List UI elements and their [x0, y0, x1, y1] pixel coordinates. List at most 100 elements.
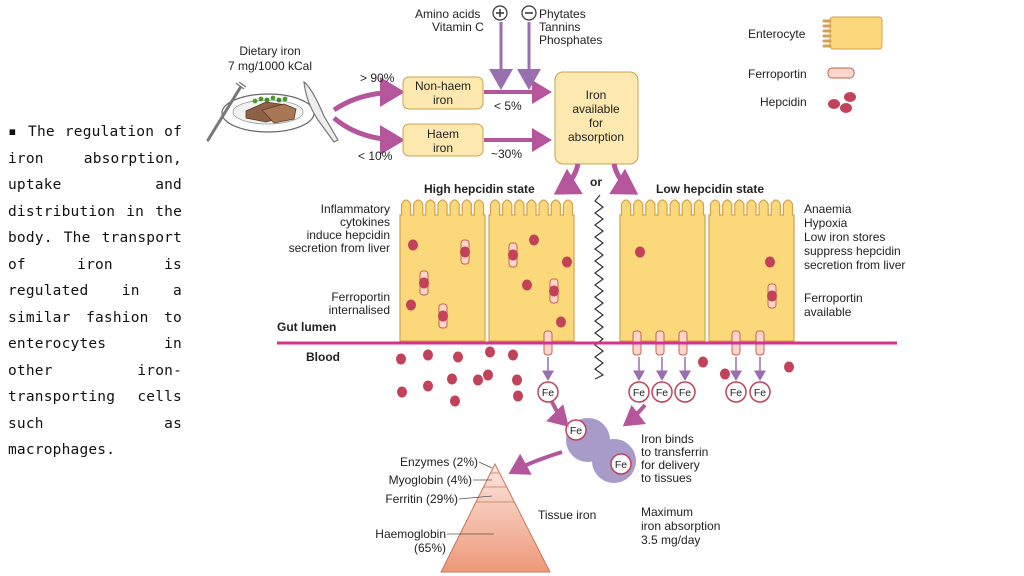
non-haem-line-1: Non-haem: [415, 79, 471, 93]
available-fp-line-1: Ferroportin: [804, 291, 863, 305]
non-haem-box: Non-haem iron: [402, 76, 484, 110]
hepcidin-dot: [423, 349, 433, 361]
hepcidin-dot: [450, 395, 460, 407]
available-line-4: absorption: [568, 130, 624, 144]
fe-label: Fe: [730, 387, 742, 399]
internalised-line-2: internalised: [329, 303, 390, 317]
max-line-3: 3.5 mg/day: [641, 533, 700, 547]
arrow-to-non-haem: [332, 77, 405, 113]
myoglobin-label: Myoglobin (4%): [389, 473, 472, 487]
hepcidin-dot: [767, 290, 777, 302]
or-label: or: [590, 175, 602, 189]
enterocyte-legend-icon: [822, 16, 883, 50]
max-absorption-note: Maximum iron absorption 3.5 mg/day: [641, 505, 720, 547]
haem-box: Haem iron: [402, 123, 484, 157]
enterocyte-body: [488, 199, 575, 342]
hepcidin-dot: [635, 246, 645, 258]
inhibitor-line-3: Phosphates: [539, 33, 602, 47]
enzymes-label: Enzymes (2%): [400, 455, 478, 469]
enhancer-line-1: Amino acids: [415, 7, 480, 21]
hepcidin-dot: [423, 380, 433, 392]
transferrin-fe-2: Fe: [615, 459, 627, 471]
hepcidin-dot: [513, 390, 523, 402]
ferroportin-internalised-note: Ferroportin internalised: [329, 290, 390, 317]
enterocyte: [488, 199, 575, 342]
hepcidin-dot: [720, 368, 730, 380]
hepcidin-dot: [406, 299, 416, 311]
dietary-iron-line-1: Dietary iron: [239, 44, 300, 58]
hepcidin-dot: [784, 361, 794, 373]
enterocyte: [619, 199, 706, 342]
fe-label: Fe: [679, 387, 691, 399]
ferroportin-legend-icon: [827, 67, 855, 79]
knife-icon: [303, 80, 339, 143]
fe-node: Fe: [537, 381, 559, 403]
hepcidin-dot: [453, 351, 463, 363]
low-cause-line-5: secretion from liver: [804, 258, 905, 272]
hepcidin-dot: [512, 374, 522, 386]
enterocyte-body: [619, 199, 706, 342]
blood-label: Blood: [306, 350, 340, 364]
hepcidin-dot: [556, 316, 566, 328]
enterocyte-body: [708, 199, 795, 342]
hepcidin-dot: [522, 279, 532, 291]
enterocyte: [399, 199, 486, 342]
haem-percent: < 10%: [358, 149, 393, 163]
haem-absorption: ~30%: [491, 147, 522, 161]
bullet-marker: ▪: [8, 124, 19, 140]
bullet-text: The regulation of iron absorption, uptak…: [8, 124, 182, 458]
enterocyte: [708, 199, 795, 342]
high-cause-line-3: induce hepcidin: [307, 228, 390, 242]
fe-node: Fe: [628, 381, 650, 403]
gut-lumen-label: Gut lumen: [277, 320, 336, 334]
fe-node: Fe: [674, 381, 696, 403]
legend-hepcidin-label: Hepcidin: [760, 95, 807, 109]
available-fp-line-2: available: [804, 305, 852, 319]
fe-circle: [749, 381, 771, 403]
transferrin-note: Iron binds to transferrin for delivery t…: [641, 432, 708, 485]
fe-circle: [537, 381, 559, 403]
arrow-transferrin-to-tissue: [508, 450, 563, 475]
low-hepcidin-title: Low hepcidin state: [656, 182, 764, 196]
fe-label: Fe: [754, 387, 766, 399]
hepcidin-dot: [408, 239, 418, 251]
low-cause-line-4: suppress hepcidin: [804, 244, 901, 258]
arrow-high-fe-to-transferrin: [546, 401, 569, 427]
fe-node: Fe: [651, 381, 673, 403]
legend-ferroportin-label: Ferroportin: [748, 67, 807, 81]
tissue-iron-label: Tissue iron: [538, 508, 596, 522]
low-state-causes: Anaemia Hypoxia Low iron stores suppress…: [804, 202, 905, 272]
fe-circle: [628, 381, 650, 403]
arrow-to-haem: [332, 116, 405, 155]
dietary-iron-line-2: 7 mg/1000 kCal: [228, 59, 312, 73]
pyramid-labels: Enzymes (2%) Myoglobin (4%) Ferritin (29…: [375, 455, 494, 555]
legend-enterocyte-label: Enterocyte: [748, 27, 806, 41]
ferritin-label: Ferritin (29%): [385, 492, 458, 506]
haemoglobin-label: Haemoglobin: [375, 527, 446, 541]
high-cause-line-1: Inflammatory: [321, 202, 390, 216]
haemoglobin-percent: (65%): [414, 541, 446, 555]
fe-label: Fe: [542, 387, 554, 399]
hepcidin-dot: [396, 353, 406, 365]
fe-circle: [674, 381, 696, 403]
hepcidin-dot: [508, 249, 518, 261]
hepcidin-dot: [765, 256, 775, 268]
arrow-to-high-state: [553, 163, 583, 195]
low-cause-line-2: Hypoxia: [804, 216, 848, 230]
low-cause-line-1: Anaemia: [804, 202, 852, 216]
fe-node: Fe: [749, 381, 771, 403]
high-hepcidin-title: High hepcidin state: [424, 182, 535, 196]
transferrin-line-2: to transferrin: [641, 445, 708, 459]
available-line-1: Iron: [586, 88, 607, 102]
enhancer-line-2: Vitamin C: [432, 20, 484, 34]
iron-available-box: Iron available for absorption: [554, 71, 639, 165]
hepcidin-dot: [447, 373, 457, 385]
fe-circle: [725, 381, 747, 403]
transferrin-icon: Fe Fe: [565, 418, 636, 483]
arrow-low-fe-to-transferrin: [622, 403, 647, 427]
non-haem-absorption: < 5%: [494, 99, 522, 113]
arrow-to-low-state: [609, 163, 639, 195]
hepcidin-dot: [549, 285, 559, 297]
available-line-3: for: [589, 116, 603, 130]
hepcidin-dot: [508, 349, 518, 361]
